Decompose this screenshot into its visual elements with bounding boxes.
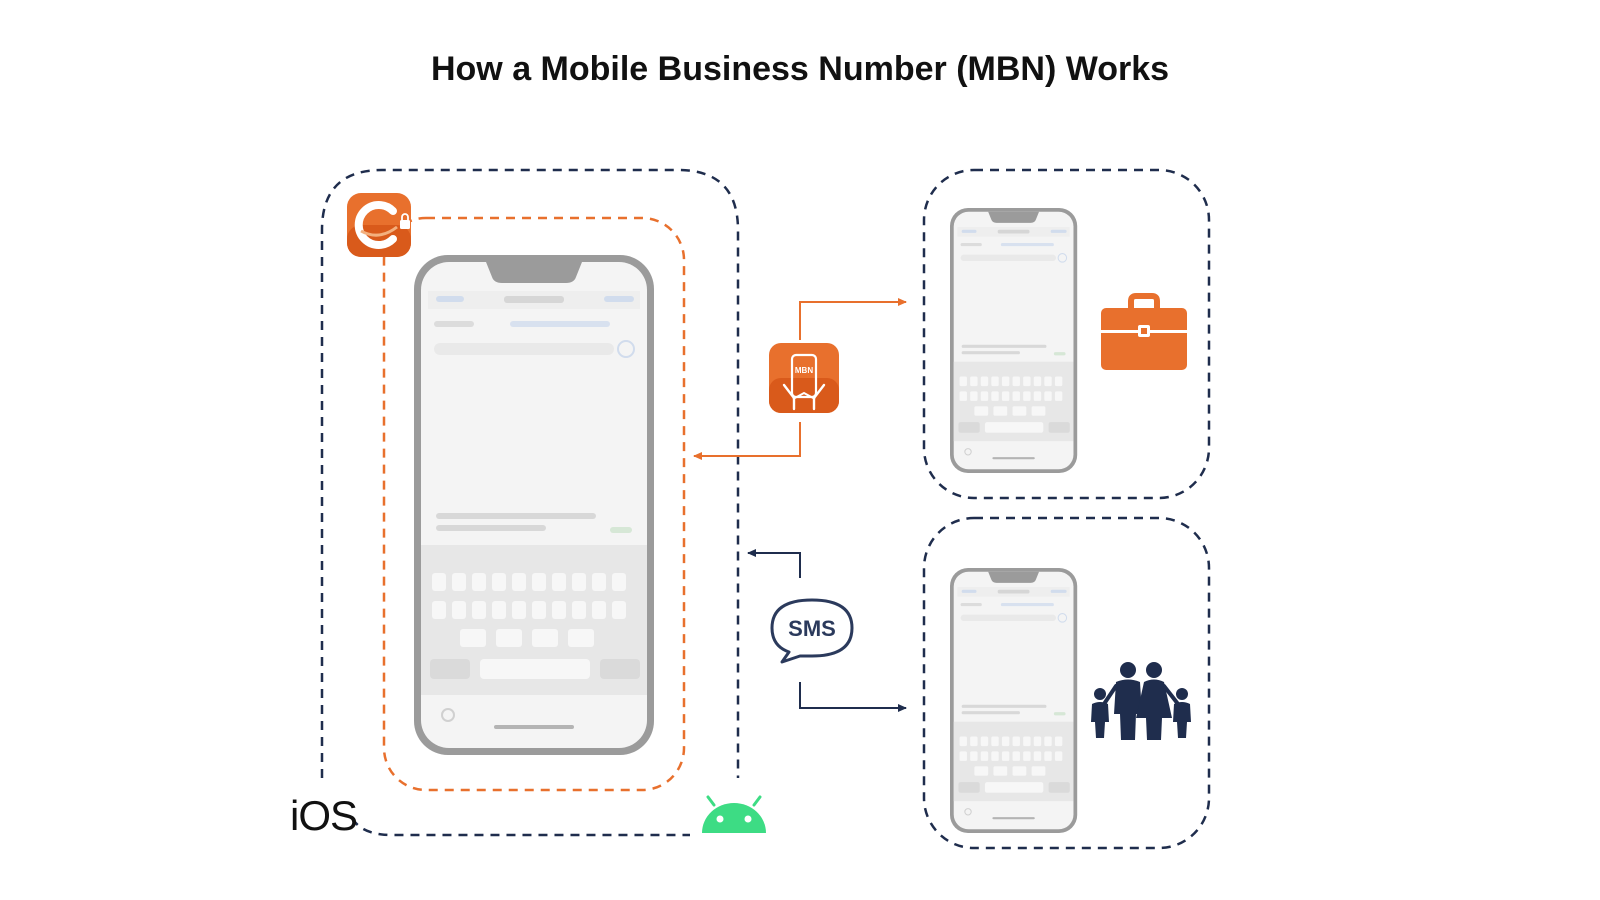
family-icon xyxy=(1091,662,1191,740)
device-container-bottom xyxy=(350,817,690,837)
device-container xyxy=(320,168,740,778)
mbn-label: MBN xyxy=(795,366,813,375)
ios-label: iOS xyxy=(290,792,358,839)
mbn-arrow-to-business xyxy=(799,298,907,340)
diagram-title: How a Mobile Business Number (MBN) Works xyxy=(430,50,1170,88)
personal-container xyxy=(922,516,1211,850)
business-phone-mockup xyxy=(949,207,1078,474)
speech-bubble-icon: SMS xyxy=(770,598,854,664)
mbn-arrow-to-app xyxy=(693,422,801,460)
sms-arrow-to-personal xyxy=(799,682,907,712)
business-container xyxy=(922,168,1211,500)
sms-label: SMS xyxy=(788,616,836,641)
sms-arrow-to-device xyxy=(747,549,801,578)
app-container xyxy=(382,216,686,792)
main-phone-mockup xyxy=(413,254,655,756)
mbn-phone-icon: MBN xyxy=(769,343,839,413)
personal-phone-mockup xyxy=(949,567,1078,834)
briefcase-icon xyxy=(1101,293,1187,370)
android-icon xyxy=(702,795,766,833)
secure-app-icon xyxy=(347,193,411,257)
